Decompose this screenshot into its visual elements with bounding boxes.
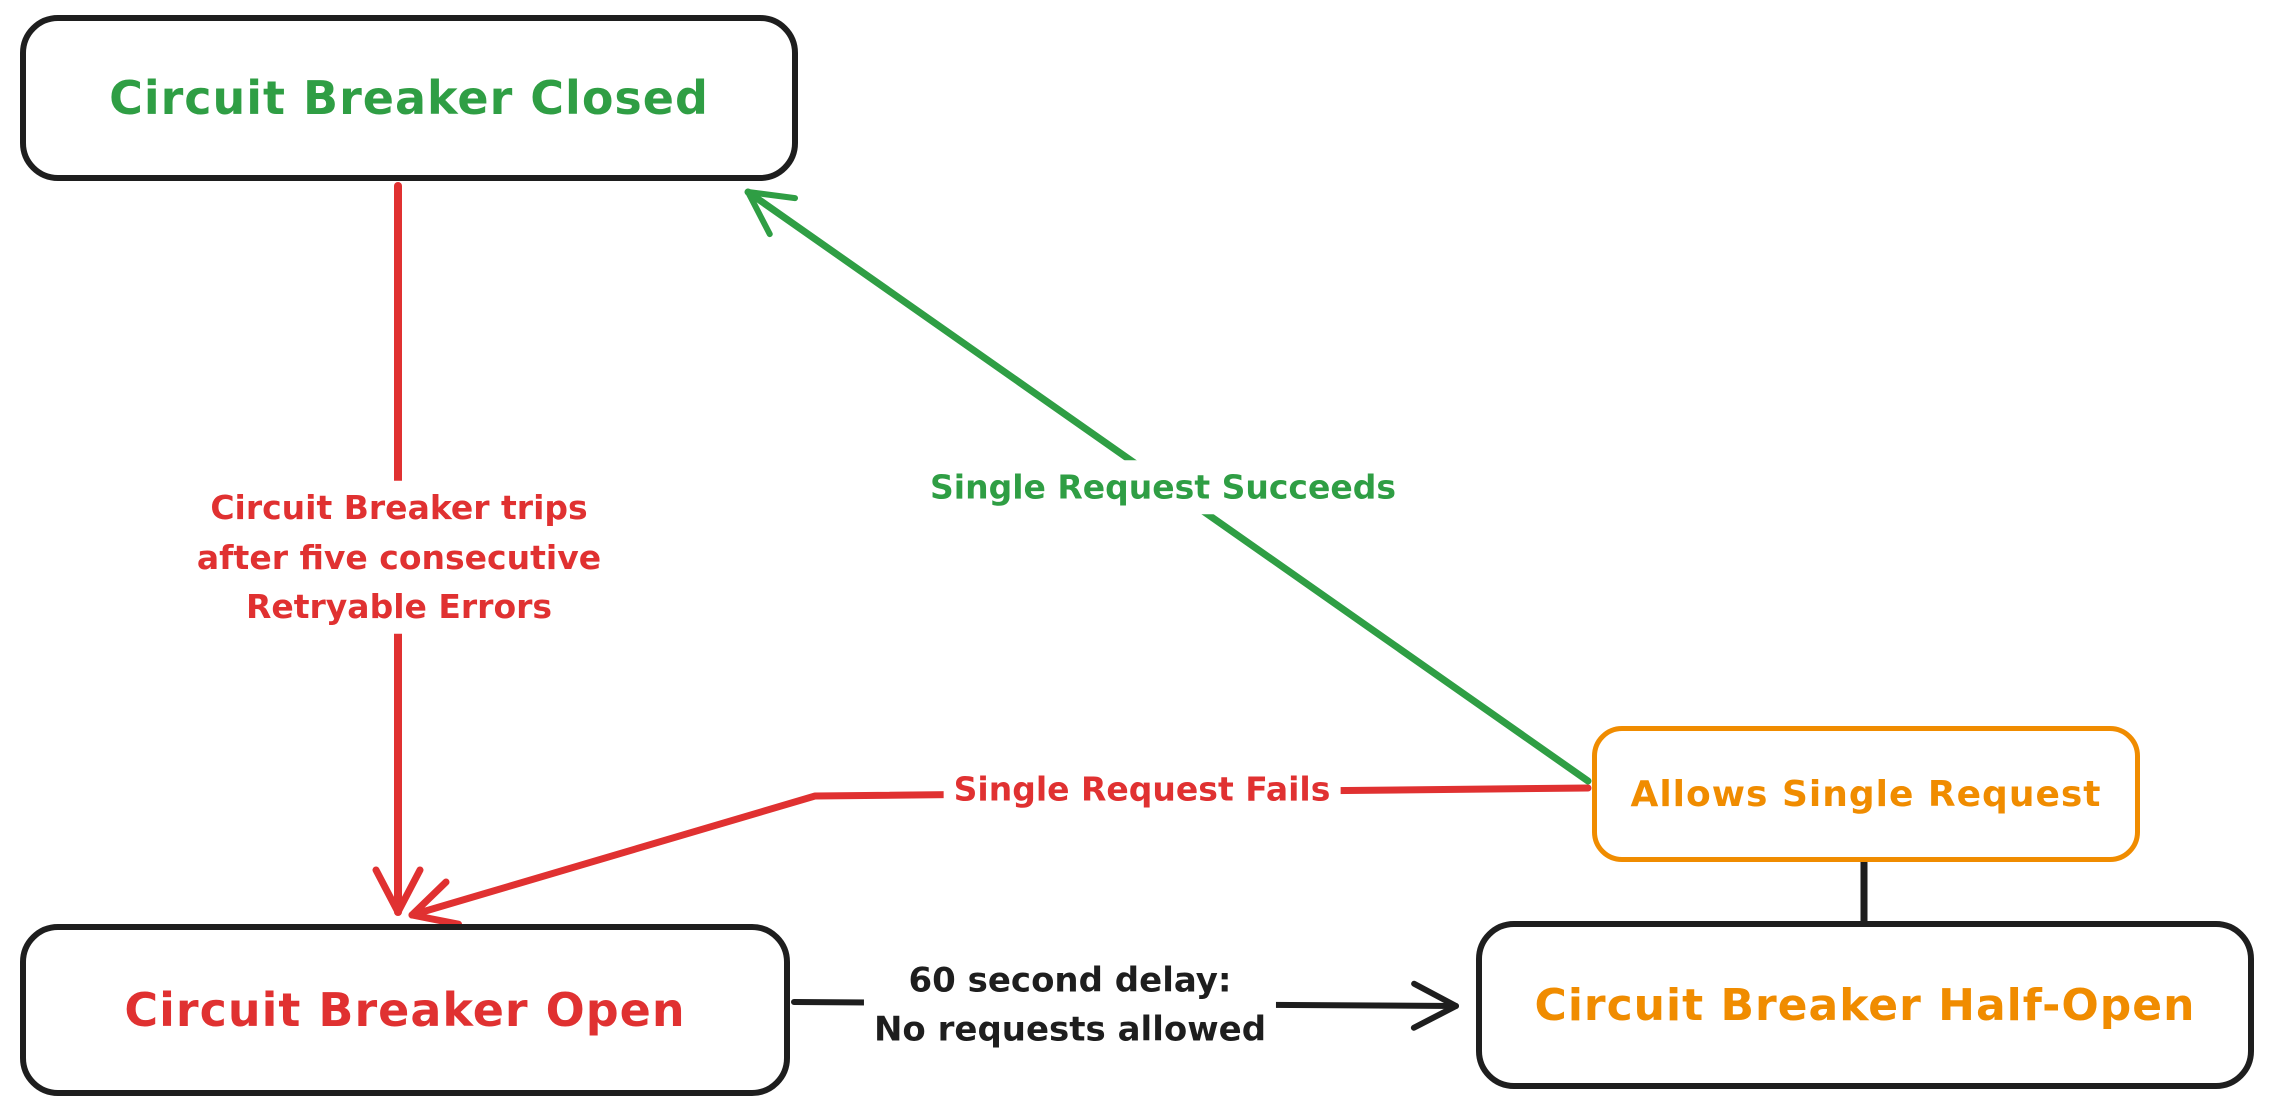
edge-label-delay-line-2: No requests allowed	[873, 1010, 1267, 1050]
edge-label-trips-line-3: Retryable Errors	[245, 586, 553, 626]
node-circuit-breaker-half-open-label: Circuit Breaker Half-Open	[1534, 979, 2196, 1031]
node-circuit-breaker-open: Circuit Breaker Open	[20, 924, 790, 1096]
edge-label-trips-line-1: Circuit Breaker trips	[210, 487, 588, 527]
node-allows-single-request-label: Allows Single Request	[1630, 773, 2102, 815]
edge-label-fails: Single Request Fails	[943, 762, 1341, 816]
edge-label-succeeds: Single Request Succeeds	[920, 460, 1406, 514]
node-circuit-breaker-open-label: Circuit Breaker Open	[124, 983, 686, 1037]
node-allows-single-request: Allows Single Request	[1592, 726, 2140, 862]
edge-label-trips: Circuit Breaker trips after five consecu…	[186, 480, 612, 634]
node-circuit-breaker-closed: Circuit Breaker Closed	[20, 15, 798, 181]
edge-label-trips-line-2: after five consecutive	[196, 537, 602, 577]
edge-label-delay: 60 second delay: No requests allowed	[863, 954, 1277, 1058]
node-circuit-breaker-closed-label: Circuit Breaker Closed	[109, 71, 709, 125]
node-circuit-breaker-half-open: Circuit Breaker Half-Open	[1476, 921, 2254, 1089]
edge-label-delay-line-1: 60 second delay:	[908, 960, 1232, 1001]
